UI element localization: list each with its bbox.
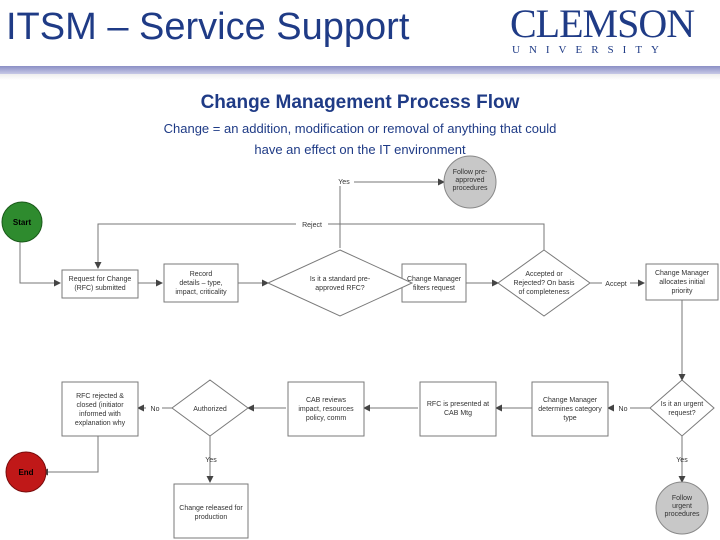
accepted-rejected-line-1: Accepted or (525, 271, 563, 278)
label-yes-urgent: Yes (676, 457, 688, 464)
start-node: Start (1, 201, 43, 243)
accepted-rejected-line-3: of completeness (519, 289, 570, 296)
rfc-presented-line-2: CAB Mtg (444, 410, 472, 417)
end-label: End (18, 468, 33, 477)
rfc-rejected-line-4: explanation why (75, 420, 126, 427)
logo-wordmark: CLEMSON (510, 1, 695, 46)
rfc-submitted-box (61, 269, 139, 299)
label-accept: Accept (605, 281, 626, 288)
urgent-request-line-1: Is it an urgent (661, 401, 703, 408)
accepted-rejected-line-2: Rejected? On basis (513, 280, 575, 287)
authorized-label: Authorized (193, 406, 227, 413)
manager-determines-line-3: type (563, 415, 576, 422)
label-reject: Reject (302, 222, 322, 229)
urgent-request-diamond (649, 379, 715, 437)
label-no-authorized: No (151, 406, 160, 413)
label-yes-authorized: Yes (205, 457, 217, 464)
manager-allocates-line-3: priority (671, 288, 693, 295)
rfc-submitted-line-1: Request for Change (69, 276, 132, 283)
change-released-line-1: Change released for (179, 505, 243, 512)
follow-urgent-node: Follow urgent procedures (655, 481, 709, 535)
end-node: End (5, 451, 47, 493)
record-details-line-2: details – type, (179, 280, 222, 287)
clemson-logo: CLEMSON UNIVERSITY (510, 1, 710, 57)
authorized-diamond (171, 379, 249, 437)
manager-allocates-box (645, 263, 719, 301)
cab-reviews-line-3: policy, comm (306, 415, 346, 422)
manager-determines-line-2: determines category (538, 406, 602, 413)
manager-determines-box (531, 381, 609, 437)
manager-filters-line-1: Change Manager (407, 276, 462, 283)
follow-preapproved-line-3: procedures (452, 185, 488, 192)
change-released-line-2: production (195, 514, 228, 521)
header-divider (0, 66, 720, 74)
rfc-submitted-line-2: (RFC) submitted (74, 285, 125, 292)
connectors (19, 178, 686, 483)
cab-reviews-line-2: impact, resources (298, 406, 354, 413)
slide-title: ITSM – Service Support (6, 6, 410, 48)
rfc-presented-line-1: RFC is presented at (427, 401, 489, 408)
manager-allocates-line-2: allocates initial (659, 279, 705, 286)
start-label: Start (13, 218, 32, 227)
standard-preapproved-diamond (266, 249, 414, 317)
edge-rejected-end (41, 436, 99, 476)
follow-preapproved-line-2: approved (455, 177, 484, 184)
label-yes-top: Yes (338, 179, 350, 186)
rfc-rejected-line-1: RFC rejected & (76, 393, 124, 400)
follow-urgent-line-3: procedures (664, 511, 700, 518)
definition-line-2: have an effect on the IT environment (254, 142, 466, 157)
follow-urgent-line-1: Follow (672, 495, 693, 502)
cab-reviews-box (287, 381, 365, 437)
follow-preapproved-node: Follow pre- approved procedures (443, 155, 497, 209)
manager-determines-line-1: Change Manager (543, 397, 598, 404)
diagram-heading: Change Management Process Flow (200, 92, 520, 113)
manager-allocates-line-1: Change Manager (655, 270, 710, 277)
label-no-urgent: No (619, 406, 628, 413)
definition-line-1: Change = an addition, modification or re… (163, 121, 557, 136)
slide-header: ITSM – Service Support CLEMSON UNIVERSIT… (0, 0, 720, 62)
rfc-presented-box (419, 381, 497, 437)
standard-preapproved-line-2: approved RFC? (315, 285, 365, 292)
edge-standard-yes (339, 178, 445, 248)
cab-reviews-line-1: CAB reviews (306, 397, 347, 404)
follow-preapproved-line-1: Follow pre- (453, 169, 488, 176)
edge-start (19, 240, 61, 287)
rfc-rejected-box (61, 381, 139, 437)
record-details-line-1: Record (190, 271, 213, 278)
logo-subtitle: UNIVERSITY (512, 44, 668, 56)
manager-filters-line-2: filters request (413, 285, 455, 292)
header-divider-shadow (0, 74, 720, 80)
standard-preapproved-line-1: Is it a standard pre- (310, 276, 371, 283)
rfc-rejected-line-3: informed with (79, 411, 121, 418)
change-released-box (173, 483, 249, 539)
urgent-request-line-2: request? (668, 410, 695, 417)
accepted-rejected-diamond (497, 249, 591, 317)
record-details-box (163, 263, 239, 303)
follow-urgent-line-2: urgent (672, 503, 692, 510)
rfc-rejected-line-2: closed (initiator (76, 402, 124, 409)
record-details-line-3: impact, criticality (175, 289, 227, 296)
